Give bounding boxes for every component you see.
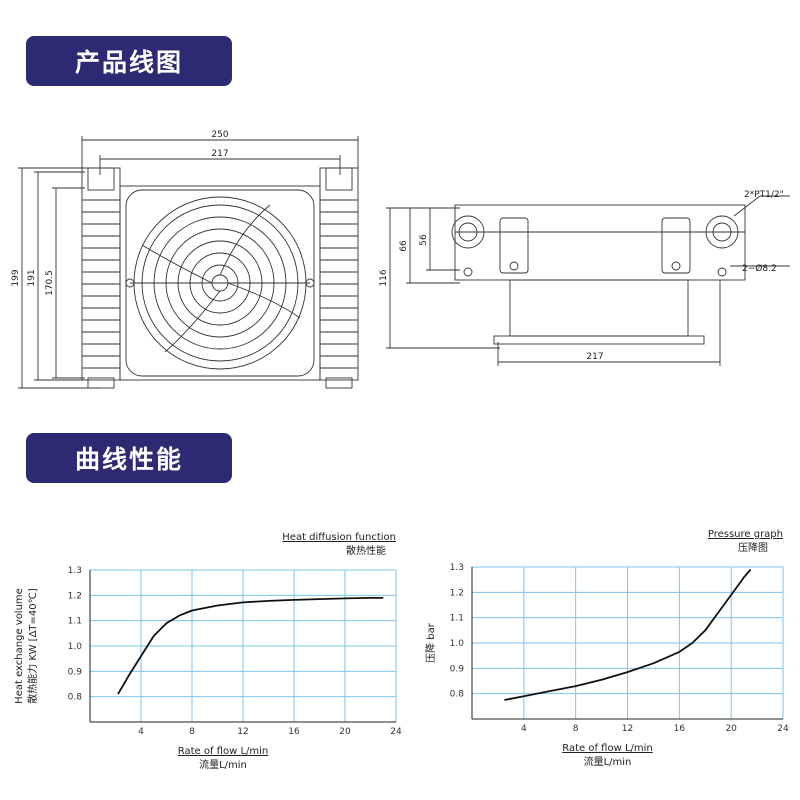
plot-frame (89, 569, 397, 723)
chart-title: Heat diffusion function (282, 532, 396, 543)
y-tick-label: 0.8 (450, 690, 465, 700)
pressure-graph-chart: 4 8 12 16 20 24 0.8 0.9 1.0 1.1 1.2 1.3 Pressure gra… (424, 529, 789, 768)
section-title-drawing: 产品线图 (26, 36, 232, 86)
y-axis-label: Heat exchange volume (14, 588, 25, 704)
y-axis-label: 压降 bar (424, 622, 437, 663)
side-dim-56: 56 (419, 234, 429, 246)
y-tick-label: 1.2 (68, 591, 82, 601)
dim-height-191: 191 (27, 269, 37, 286)
port-label: 2*PT1/2" (744, 190, 784, 200)
side-dim-66: 66 (399, 240, 409, 252)
chart-subtitle: 散热性能 (346, 544, 386, 557)
x-tick-label: 16 (674, 724, 686, 734)
chart-subtitle: 压降图 (738, 541, 768, 554)
y-tick-label: 1.1 (68, 617, 82, 627)
x-tick-label: 12 (237, 727, 248, 737)
product-line-drawing: 250 217 199 191 170.5 116 66 56 217 2*PT (11, 130, 790, 389)
side-view (386, 195, 790, 366)
y-tick-label: 1.0 (450, 639, 465, 649)
y-tick-label: 1.1 (450, 614, 464, 624)
y-tick-label: 0.9 (68, 667, 83, 677)
heat-diffusion-chart: 4 8 12 16 20 24 0.8 0.9 1.0 1.1 1.2 1.3 Heat diffusi… (14, 532, 402, 771)
y-tick-label: 1.3 (450, 563, 464, 573)
series-line (504, 568, 752, 701)
x-tick-label: 8 (189, 727, 195, 737)
x-axis-label: Rate of flow L/min (562, 743, 653, 754)
x-tick-label: 24 (777, 724, 789, 734)
x-tick-label: 16 (288, 727, 300, 737)
x-axis-label-cn: 流量L/min (199, 758, 247, 771)
x-tick-label: 4 (138, 727, 144, 737)
y-tick-label: 1.3 (68, 566, 82, 576)
dim-height-199: 199 (11, 269, 21, 286)
x-tick-label: 20 (725, 724, 737, 734)
x-tick-label: 4 (521, 724, 527, 734)
x-tick-label: 12 (622, 724, 633, 734)
y-axis-label-cn: 散热能力 KW [ΔT=40℃] (26, 588, 39, 704)
section-title-curves: 曲线性能 (26, 433, 232, 483)
y-tick-label: 1.2 (450, 588, 464, 598)
hole-label: 2−Ø8.2 (742, 263, 777, 274)
series-line (117, 597, 384, 695)
front-view (18, 136, 359, 389)
x-axis-label: Rate of flow L/min (178, 746, 269, 757)
chart-title: Pressure graph (708, 529, 783, 540)
side-dim-116: 116 (379, 269, 389, 286)
x-tick-label: 24 (390, 727, 402, 737)
y-tick-label: 0.9 (450, 664, 465, 674)
dim-height-170-5: 170.5 (45, 270, 55, 296)
x-axis-label-cn: 流量L/min (584, 755, 632, 768)
side-dim-217: 217 (586, 352, 603, 362)
dim-inner-width: 217 (211, 149, 228, 159)
y-tick-label: 1.0 (68, 642, 83, 652)
x-tick-label: 8 (573, 724, 579, 734)
y-tick-label: 0.8 (68, 693, 83, 703)
x-tick-label: 20 (339, 727, 351, 737)
plot-frame (471, 566, 784, 720)
dim-overall-width: 250 (211, 130, 228, 140)
